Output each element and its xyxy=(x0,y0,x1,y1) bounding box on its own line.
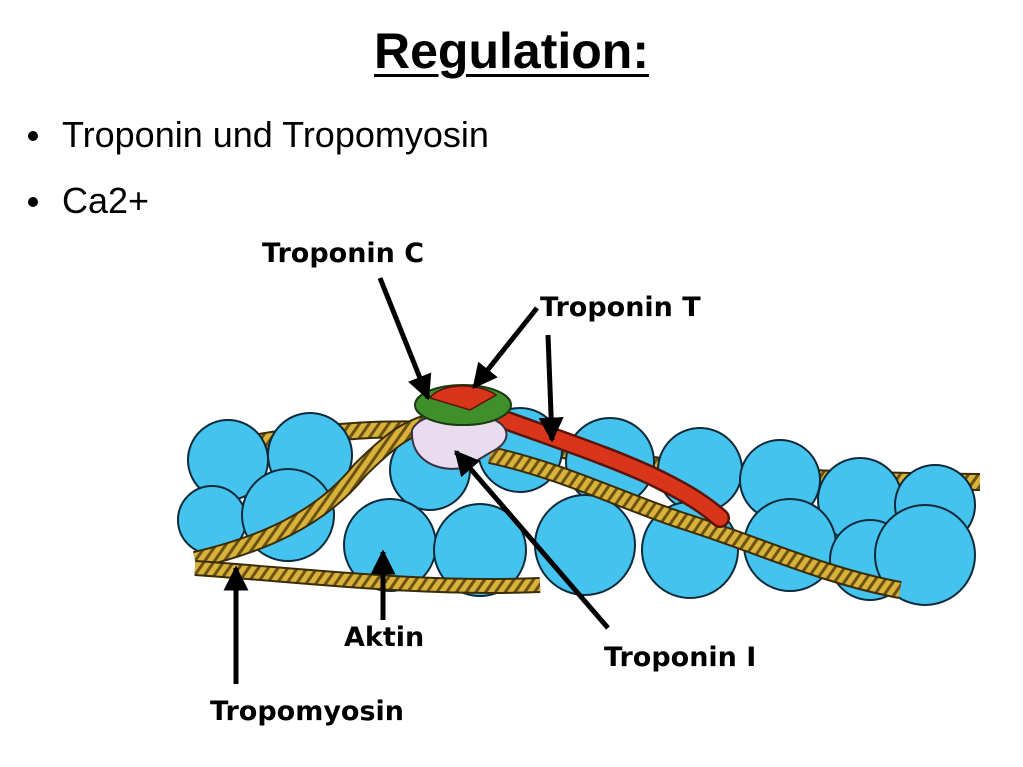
bullet-dot-icon xyxy=(28,131,38,141)
label-aktin: Aktin xyxy=(344,622,424,653)
arrow-troponin-t-tail xyxy=(538,334,564,443)
bullet-item: Troponin und Tropomyosin xyxy=(28,108,489,174)
actin-sphere xyxy=(534,494,636,596)
arrow-troponin-t-head xyxy=(472,306,539,389)
label-troponin-i: Troponin I xyxy=(604,642,756,673)
bullet-list: Troponin und Tropomyosin Ca2+ xyxy=(28,108,489,240)
bullet-dot-icon xyxy=(28,197,38,207)
arrow-troponin-i xyxy=(454,450,610,630)
troponin-t-head xyxy=(428,385,498,411)
arrow-troponin-c xyxy=(377,277,432,401)
bullet-text: Troponin und Tropomyosin xyxy=(62,114,489,155)
label-troponin-c: Troponin C xyxy=(262,238,424,269)
bullet-text: Ca2+ xyxy=(62,180,150,221)
actin-sphere xyxy=(433,503,527,597)
label-troponin-t: Troponin T xyxy=(540,292,701,323)
actin-sphere xyxy=(874,504,976,606)
bullet-item: Ca2+ xyxy=(28,174,489,240)
slide-title: Regulation: xyxy=(374,23,649,79)
label-tropomyosin: Tropomyosin xyxy=(210,696,404,727)
